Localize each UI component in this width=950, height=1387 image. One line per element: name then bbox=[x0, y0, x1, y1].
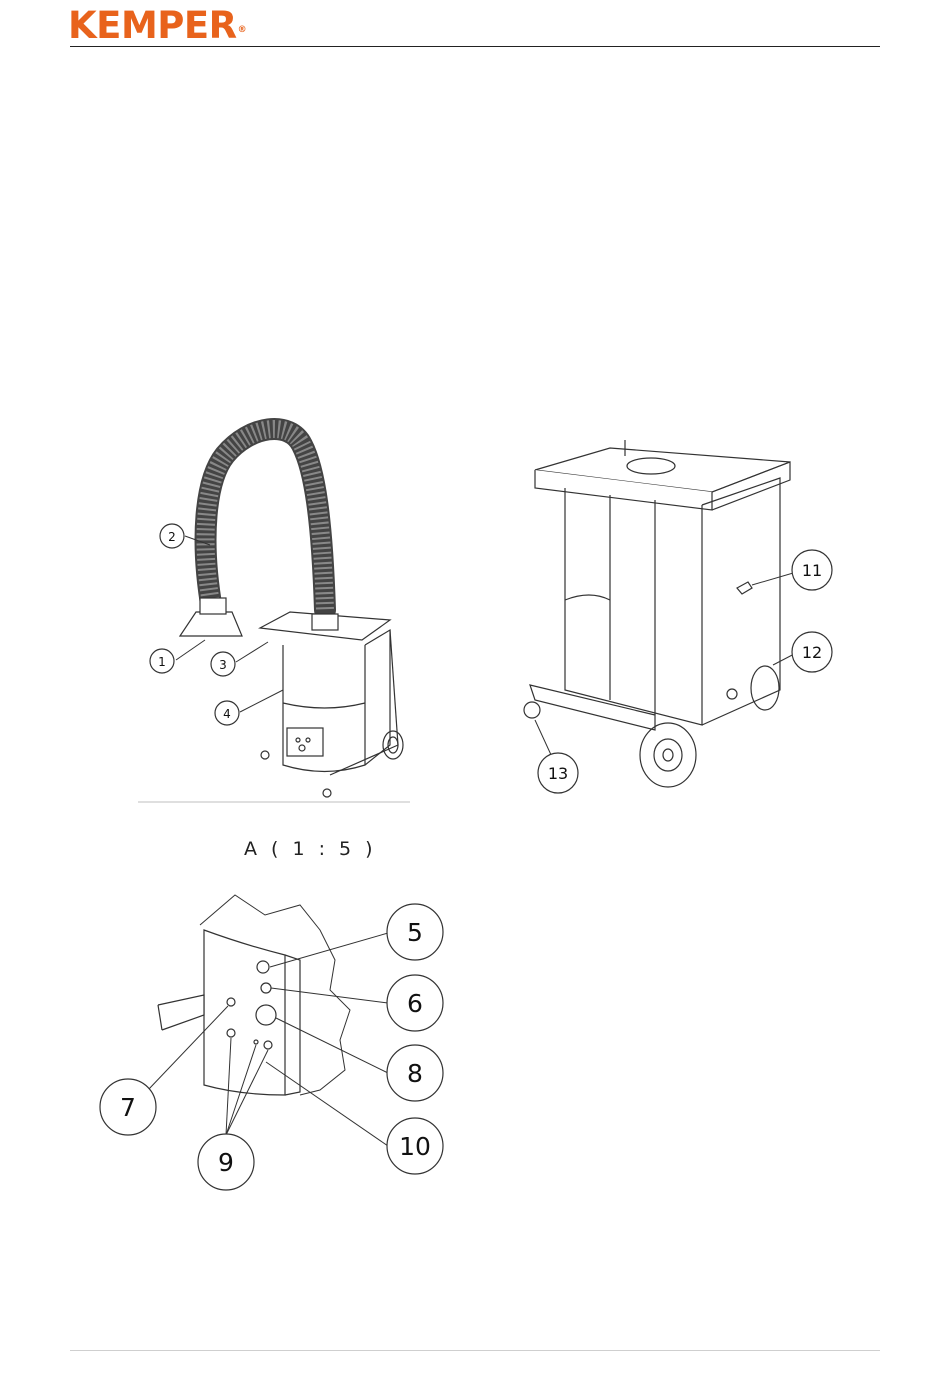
overview-drawing bbox=[138, 429, 410, 802]
footer-divider bbox=[70, 1350, 880, 1351]
rear-drawing bbox=[524, 440, 832, 793]
callout-11: 11 bbox=[802, 561, 822, 580]
callout-13: 13 bbox=[548, 764, 568, 783]
callout-4: 4 bbox=[223, 707, 231, 721]
callout-2: 2 bbox=[168, 530, 176, 544]
callout-12: 12 bbox=[802, 643, 822, 662]
callout-5: 5 bbox=[407, 918, 423, 947]
callout-10: 10 bbox=[399, 1132, 431, 1161]
detail-scale-label: A ( 1 : 5 ) bbox=[244, 838, 377, 860]
callout-8: 8 bbox=[407, 1059, 423, 1088]
callout-3: 3 bbox=[219, 658, 227, 672]
callout-7: 7 bbox=[120, 1093, 136, 1122]
callout-6: 6 bbox=[407, 989, 423, 1018]
callout-9: 9 bbox=[218, 1148, 234, 1177]
detail-a-drawing bbox=[100, 895, 443, 1190]
callout-1: 1 bbox=[158, 655, 166, 669]
